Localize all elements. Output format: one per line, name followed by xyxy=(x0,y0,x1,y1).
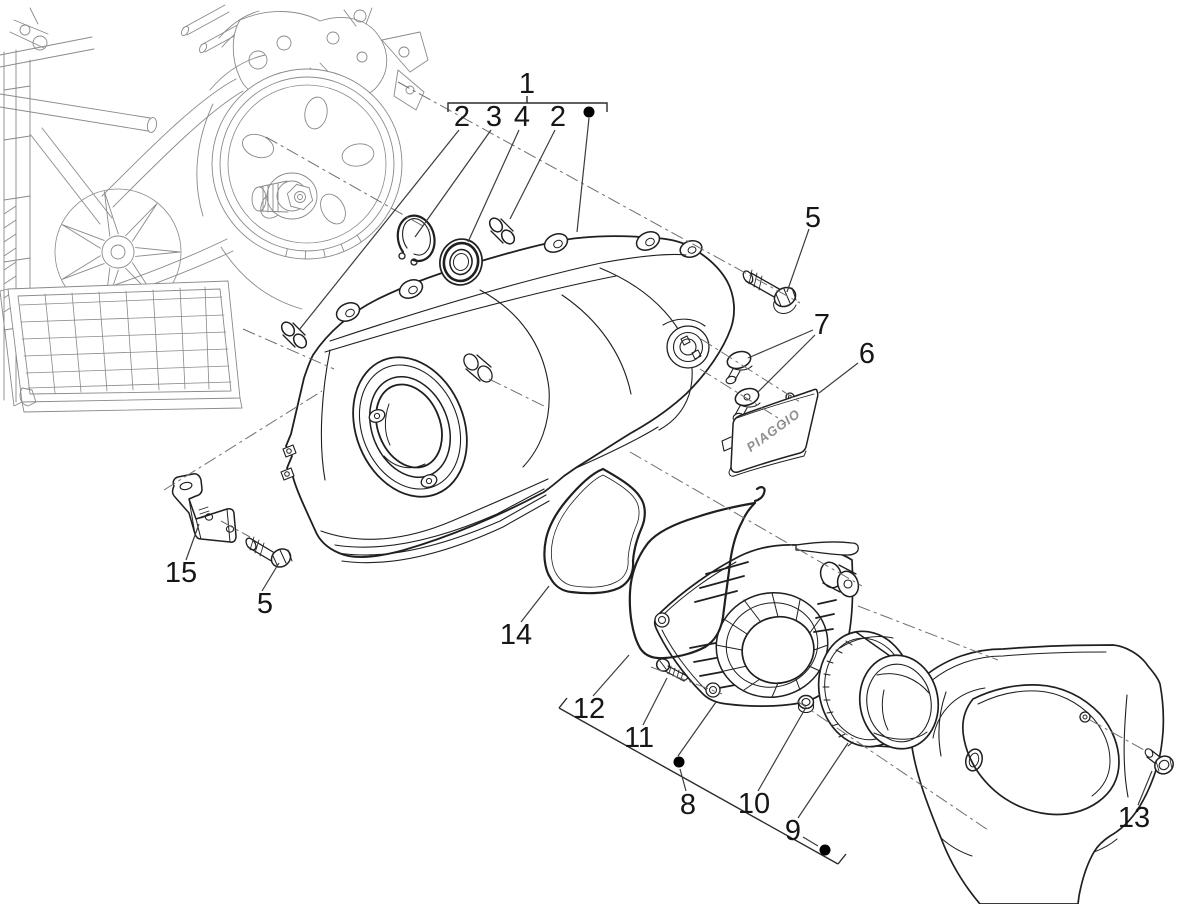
callout-5-left: 5 xyxy=(257,588,273,620)
floor-platform xyxy=(0,280,243,413)
cover-oval-ring xyxy=(352,356,468,498)
bearing xyxy=(439,238,483,286)
assembly-dot-8 xyxy=(673,756,685,768)
bolt-right xyxy=(742,269,797,314)
group-shelf xyxy=(558,697,847,865)
callout-2b: 2 xyxy=(550,101,566,133)
clutch-bell xyxy=(211,68,403,260)
callout-2a: 2 xyxy=(454,101,470,133)
axis-lines xyxy=(163,81,1145,831)
engine-assembly xyxy=(0,4,429,413)
screw-13 xyxy=(1144,748,1174,775)
spacer-nut xyxy=(797,694,815,713)
callout-6: 6 xyxy=(859,338,875,370)
callout-14: 14 xyxy=(500,619,532,651)
air-baffle-plate xyxy=(653,541,860,707)
bolt-left xyxy=(245,536,293,568)
callout-1: 1 xyxy=(519,68,535,100)
callout-15: 15 xyxy=(165,557,197,589)
support-bracket xyxy=(171,473,237,543)
callout-8: 8 xyxy=(680,789,696,821)
leader-lines xyxy=(185,117,1153,847)
cover-stud xyxy=(463,353,493,383)
callout-11: 11 xyxy=(624,722,654,754)
retainer-clips xyxy=(725,350,795,422)
group-bracket xyxy=(447,96,608,112)
callout-4: 4 xyxy=(514,101,530,133)
dowel-pin-left xyxy=(280,321,308,349)
piaggio-emblem: PIAGGIO xyxy=(721,388,819,477)
circlip xyxy=(396,214,436,266)
air-scoop-cover xyxy=(909,644,1165,904)
callout-3: 3 xyxy=(486,101,502,133)
crankcase-cover xyxy=(280,231,735,564)
callout-7: 7 xyxy=(814,309,830,341)
variator-fan xyxy=(54,188,182,316)
filter-ring xyxy=(817,630,940,750)
callout-13: 13 xyxy=(1118,802,1150,834)
callout-10: 10 xyxy=(738,788,770,820)
cover-recess xyxy=(662,318,710,369)
dowel-pin-top xyxy=(488,217,516,245)
callout-9: 9 xyxy=(785,815,801,847)
callouts: 1 2 3 4 2 5 7 6 15 5 14 12 11 8 10 9 13 xyxy=(165,68,1153,865)
wire-gasket xyxy=(628,486,766,660)
callout-12: 12 xyxy=(573,693,605,725)
callout-5-right: 5 xyxy=(805,202,821,234)
cover-gasket xyxy=(543,467,646,595)
assembly-dot-9 xyxy=(819,844,831,856)
assembly-dot-1 xyxy=(583,106,595,118)
